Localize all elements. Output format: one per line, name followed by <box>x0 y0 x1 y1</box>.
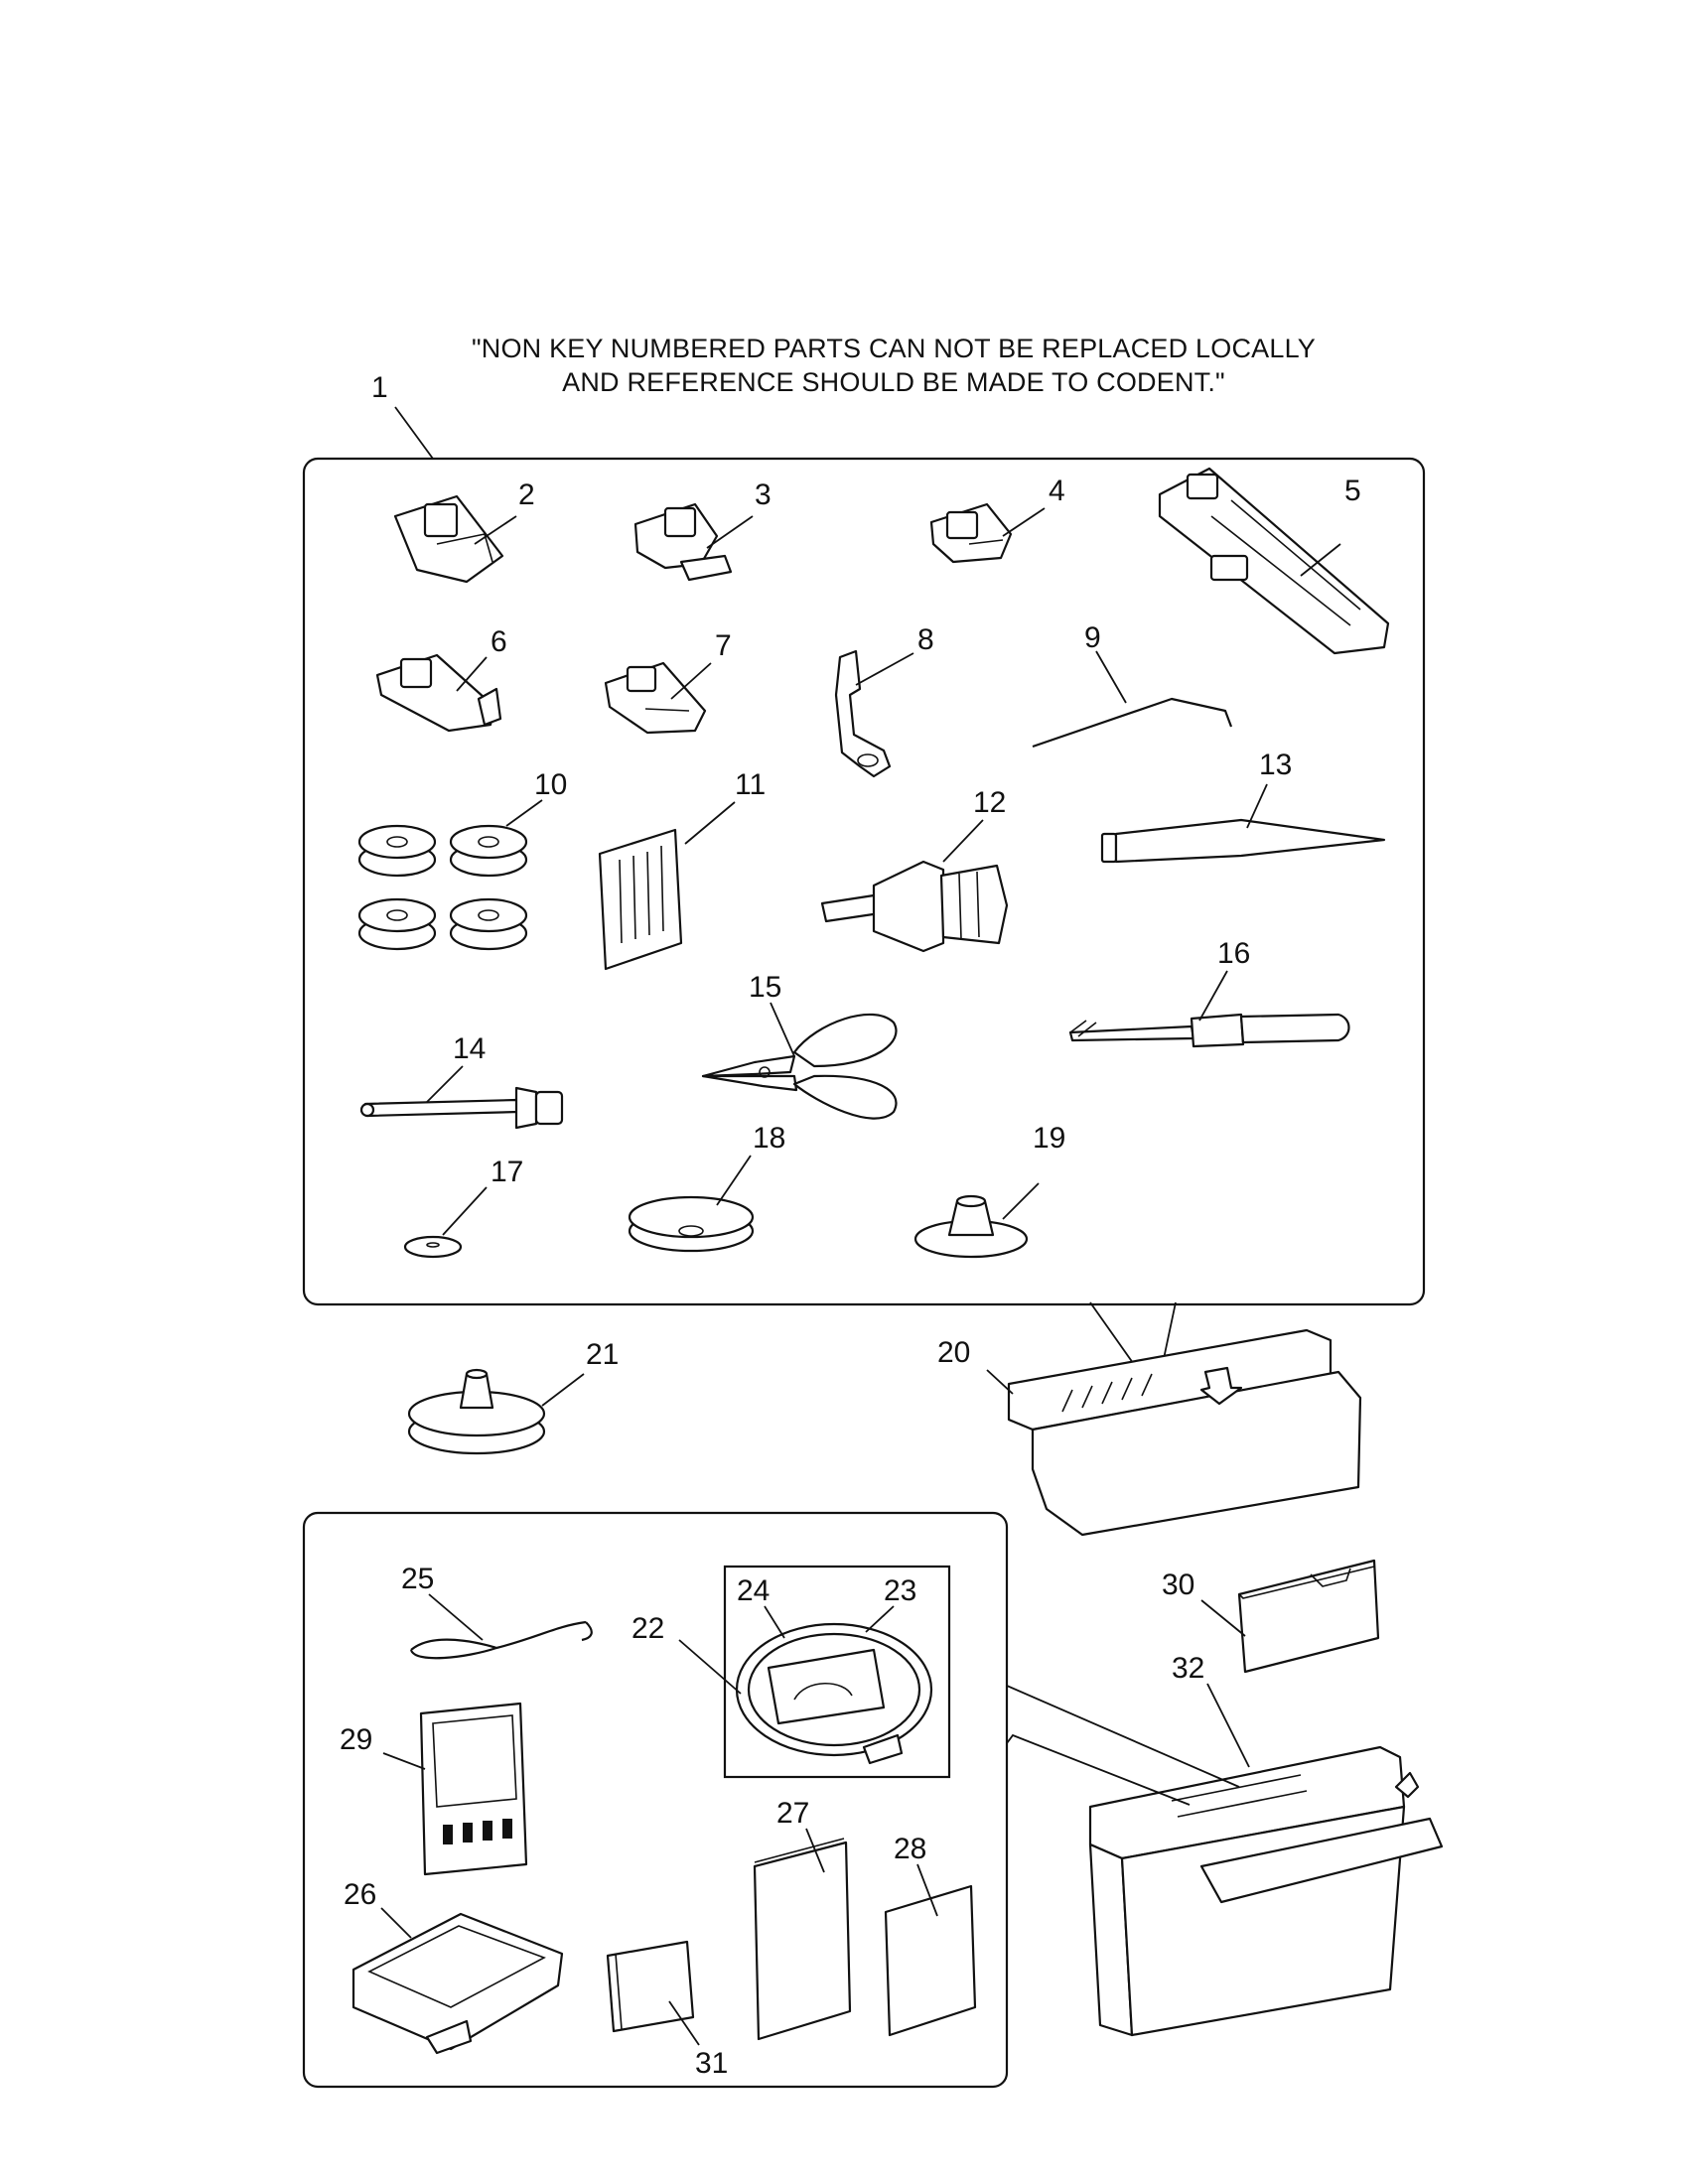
callout-1: 1 <box>371 371 388 404</box>
callout-19: 19 <box>1033 1122 1065 1155</box>
callout-26: 26 <box>344 1878 376 1911</box>
callout-5: 5 <box>1344 475 1361 507</box>
carrying-case-32 <box>1088 1683 1444 2037</box>
felt-disc-17 <box>403 1186 488 1259</box>
callout-12: 12 <box>973 786 1006 819</box>
callout-8: 8 <box>917 623 934 656</box>
leader-24 <box>764 1605 785 1639</box>
presser-foot-4 <box>929 502 1046 564</box>
booklet-31 <box>606 1940 700 2046</box>
callout-3: 3 <box>755 478 772 511</box>
callout-24: 24 <box>737 1574 770 1607</box>
callout-7: 7 <box>715 629 732 662</box>
callout-22: 22 <box>632 1612 664 1645</box>
callout-4: 4 <box>1049 475 1065 507</box>
hoop-frame <box>723 1565 951 1779</box>
callout-23: 23 <box>884 1574 916 1607</box>
spool-cap-19 <box>913 1182 1040 1259</box>
upper-accessory-box <box>302 457 1426 1306</box>
callout-18: 18 <box>753 1122 785 1155</box>
notice-line-2: AND REFERENCE SHOULD BE MADE TO CODENT." <box>562 367 1225 397</box>
needle-pack-11 <box>598 801 736 971</box>
embroidery-hoop-22 <box>678 1622 933 1765</box>
callout-28: 28 <box>894 1833 926 1865</box>
callout-14: 14 <box>453 1032 486 1065</box>
spool-pin-14 <box>359 1065 564 1130</box>
cord-25 <box>409 1593 593 1660</box>
lower-accessory-box <box>302 1511 1009 2089</box>
foot-controller-26 <box>351 1907 564 2055</box>
callout-10: 10 <box>534 768 567 801</box>
presser-foot-7 <box>604 661 712 735</box>
callout-6: 6 <box>491 625 507 658</box>
bobbins-10 <box>357 799 543 951</box>
leader-1 <box>394 406 434 460</box>
accessory-tray-20 <box>986 1328 1362 1537</box>
scissors-15 <box>701 1002 898 1120</box>
presser-foot-2 <box>393 494 517 584</box>
callout-31: 31 <box>695 2047 728 2080</box>
callout-21: 21 <box>586 1338 619 1371</box>
notice-line-1: "NON KEY NUMBERED PARTS CAN NOT BE REPLA… <box>471 334 1316 363</box>
shank-8 <box>834 649 914 778</box>
callout-2: 2 <box>518 478 535 511</box>
thread-card-29 <box>382 1702 528 1876</box>
callout-20: 20 <box>937 1336 970 1369</box>
callout-9: 9 <box>1084 621 1101 654</box>
callout-16: 16 <box>1217 937 1250 970</box>
box-piece-30 <box>1200 1559 1380 1674</box>
callout-13: 13 <box>1259 749 1292 781</box>
presser-foot-3 <box>633 502 754 582</box>
leader-23 <box>865 1605 895 1633</box>
spool-cap-18 <box>628 1155 755 1253</box>
callout-25: 25 <box>401 1563 434 1595</box>
seam-ripper-16 <box>1068 970 1350 1048</box>
quilting-guide-9 <box>1032 650 1233 749</box>
presser-foot-6 <box>375 653 502 733</box>
screwdriver-12 <box>820 819 1009 953</box>
callout-29: 29 <box>340 1723 372 1756</box>
callout-27: 27 <box>776 1797 809 1830</box>
callout-15: 15 <box>749 971 781 1004</box>
manual-27 <box>753 1828 852 2041</box>
callout-labels: 1 2 3 4 5 6 7 8 9 10 11 12 13 14 15 16 1… <box>340 371 1361 2080</box>
callout-32: 32 <box>1172 1652 1204 1685</box>
buttonhole-foot-5 <box>1158 467 1390 655</box>
callout-30: 30 <box>1162 1569 1194 1601</box>
leaflet-28 <box>884 1863 977 2037</box>
lower-box-pointer <box>1006 1685 1240 1806</box>
lint-brush-13 <box>1100 783 1386 864</box>
callout-11: 11 <box>735 768 766 801</box>
spool-cap-21 <box>407 1368 585 1455</box>
callout-17: 17 <box>491 1156 523 1188</box>
